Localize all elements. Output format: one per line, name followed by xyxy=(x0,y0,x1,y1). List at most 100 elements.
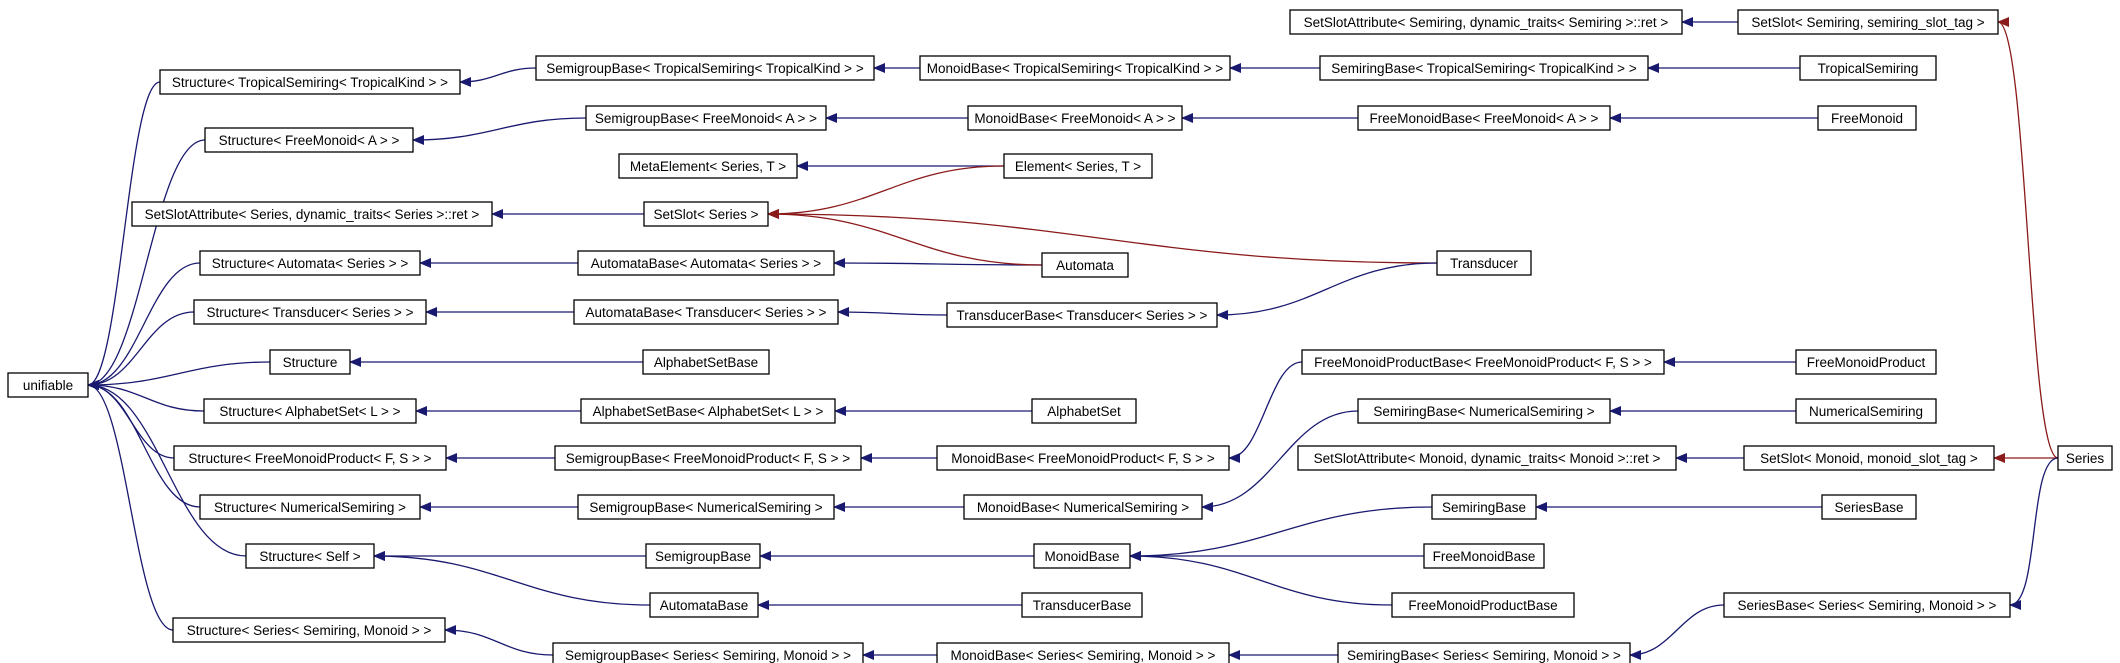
class-node-st_self[interactable]: Structure< Self > xyxy=(245,543,375,569)
class-node-box[interactable] xyxy=(1423,543,1545,569)
class-node-box[interactable] xyxy=(199,250,421,276)
class-node-setslot_monoid[interactable]: SetSlot< Monoid, monoid_slot_tag > xyxy=(1743,445,1995,471)
class-node-setslot_series[interactable]: SetSlot< Series > xyxy=(643,201,769,227)
class-node-semiringbase[interactable]: SemiringBase xyxy=(1431,494,1537,520)
class-node-freemonoid[interactable]: FreeMonoid xyxy=(1817,105,1917,131)
class-node-box[interactable] xyxy=(1337,642,1631,663)
class-node-sgb_numerical[interactable]: SemigroupBase< NumericalSemiring > xyxy=(577,494,835,520)
class-node-st_series[interactable]: Structure< Series< Semiring, Monoid > > xyxy=(172,617,446,643)
class-node-box[interactable] xyxy=(1297,445,1677,471)
class-node-box[interactable] xyxy=(649,592,759,618)
class-node-box[interactable] xyxy=(573,299,839,325)
class-node-series[interactable]: Series xyxy=(2057,445,2113,471)
class-node-box[interactable] xyxy=(204,127,414,153)
class-node-box[interactable] xyxy=(159,69,461,95)
class-node-freemonoidproduct[interactable]: FreeMonoidProduct xyxy=(1795,349,1937,375)
class-node-box[interactable] xyxy=(1795,349,1937,375)
class-node-st_fmp[interactable]: Structure< FreeMonoidProduct< F, S > > xyxy=(173,445,447,471)
class-node-box[interactable] xyxy=(1743,445,1995,471)
class-node-st_transducer[interactable]: Structure< Transducer< Series > > xyxy=(193,299,427,325)
class-node-box[interactable] xyxy=(618,153,798,179)
class-node-box[interactable] xyxy=(1301,349,1665,375)
class-node-st_automata[interactable]: Structure< Automata< Series > > xyxy=(199,250,421,276)
class-node-semigroupbase[interactable]: SemigroupBase xyxy=(645,543,761,569)
class-node-tropicalsemiring[interactable]: TropicalSemiring xyxy=(1799,55,1937,81)
class-node-mb_fmp[interactable]: MonoidBase< FreeMonoidProduct< F, S > > xyxy=(936,445,1230,471)
class-node-mb_freemonoid[interactable]: MonoidBase< FreeMonoid< A > > xyxy=(967,105,1183,131)
class-node-box[interactable] xyxy=(554,445,862,471)
class-node-mb_numerical[interactable]: MonoidBase< NumericalSemiring > xyxy=(963,494,1203,520)
class-node-box[interactable] xyxy=(552,642,864,663)
class-node-fmb_freemonoid[interactable]: FreeMonoidBase< FreeMonoid< A > > xyxy=(1357,105,1611,131)
class-node-alphabetset[interactable]: AlphabetSet xyxy=(1031,398,1137,424)
class-node-box[interactable] xyxy=(7,372,89,398)
class-node-box[interactable] xyxy=(131,201,493,227)
class-node-box[interactable] xyxy=(1795,398,1937,424)
class-node-structure[interactable]: Structure xyxy=(269,349,351,375)
class-node-seriesbase[interactable]: SeriesBase xyxy=(1821,494,1917,520)
class-node-box[interactable] xyxy=(1031,398,1137,424)
class-node-st_numerical[interactable]: Structure< NumericalSemiring > xyxy=(199,494,421,520)
class-node-mb_series[interactable]: MonoidBase< Series< Semiring, Monoid > > xyxy=(936,642,1230,663)
class-node-sgb_series[interactable]: SemigroupBase< Series< Semiring, Monoid … xyxy=(552,642,864,663)
class-node-element_series[interactable]: Element< Series, T > xyxy=(1003,153,1153,179)
class-node-box[interactable] xyxy=(193,299,427,325)
class-node-box[interactable] xyxy=(963,494,1203,520)
class-node-box[interactable] xyxy=(1357,105,1611,131)
class-node-freemonoidproductbase[interactable]: FreeMonoidProductBase xyxy=(1391,592,1575,618)
class-node-mb_tropical[interactable]: MonoidBase< TropicalSemiring< TropicalKi… xyxy=(919,55,1231,81)
class-node-transducer[interactable]: Transducer xyxy=(1436,250,1532,276)
class-node-ssa_series[interactable]: SetSlotAttribute< Series, dynamic_traits… xyxy=(131,201,493,227)
class-node-box[interactable] xyxy=(946,302,1218,328)
class-node-st_tropical[interactable]: Structure< TropicalSemiring< TropicalKin… xyxy=(159,69,461,95)
class-node-sgb_freemonoid[interactable]: SemigroupBase< FreeMonoid< A > > xyxy=(585,105,827,131)
class-node-box[interactable] xyxy=(1723,592,2011,618)
class-node-box[interactable] xyxy=(172,617,446,643)
class-node-alphabetsetbase[interactable]: AlphabetSetBase xyxy=(642,349,770,375)
class-node-sgb_fmp[interactable]: SemigroupBase< FreeMonoidProduct< F, S >… xyxy=(554,445,862,471)
class-node-transducerbase[interactable]: TransducerBase xyxy=(1021,592,1143,618)
class-node-box[interactable] xyxy=(580,398,836,424)
class-node-box[interactable] xyxy=(203,398,417,424)
class-node-box[interactable] xyxy=(1391,592,1575,618)
class-node-box[interactable] xyxy=(245,543,375,569)
class-node-srb_tropical[interactable]: SemiringBase< TropicalSemiring< Tropical… xyxy=(1319,55,1649,81)
class-node-st_freemonoid[interactable]: Structure< FreeMonoid< A > > xyxy=(204,127,414,153)
class-node-box[interactable] xyxy=(936,445,1230,471)
class-node-automatabase[interactable]: AutomataBase xyxy=(649,592,759,618)
class-node-box[interactable] xyxy=(967,105,1183,131)
class-node-box[interactable] xyxy=(577,250,835,276)
class-node-monoidbase[interactable]: MonoidBase xyxy=(1033,543,1131,569)
class-node-box[interactable] xyxy=(643,201,769,227)
class-node-seriesbase_series[interactable]: SeriesBase< Series< Semiring, Monoid > > xyxy=(1723,592,2011,618)
class-node-fmpb_fmp[interactable]: FreeMonoidProductBase< FreeMonoidProduct… xyxy=(1301,349,1665,375)
class-node-box[interactable] xyxy=(936,642,1230,663)
class-node-box[interactable] xyxy=(1436,250,1532,276)
class-node-box[interactable] xyxy=(1821,494,1917,520)
class-node-box[interactable] xyxy=(1319,55,1649,81)
class-node-box[interactable] xyxy=(645,543,761,569)
class-node-box[interactable] xyxy=(1289,9,1683,35)
class-node-box[interactable] xyxy=(1737,9,1999,35)
class-node-box[interactable] xyxy=(1799,55,1937,81)
class-node-box[interactable] xyxy=(173,445,447,471)
class-node-ab_transducer[interactable]: AutomataBase< Transducer< Series > > xyxy=(573,299,839,325)
class-node-box[interactable] xyxy=(1003,153,1153,179)
class-node-ssa_semiring[interactable]: SetSlotAttribute< Semiring, dynamic_trai… xyxy=(1289,9,1683,35)
class-node-box[interactable] xyxy=(642,349,770,375)
class-node-box[interactable] xyxy=(1033,543,1131,569)
class-node-ab_automata[interactable]: AutomataBase< Automata< Series > > xyxy=(577,250,835,276)
class-node-box[interactable] xyxy=(1357,398,1611,424)
class-node-ssa_monoid[interactable]: SetSlotAttribute< Monoid, dynamic_traits… xyxy=(1297,445,1677,471)
class-node-numericalsemiring[interactable]: NumericalSemiring xyxy=(1795,398,1937,424)
class-node-box[interactable] xyxy=(1041,252,1129,278)
class-node-st_alphabetset[interactable]: Structure< AlphabetSet< L > > xyxy=(203,398,417,424)
class-node-asb_alphabetset[interactable]: AlphabetSetBase< AlphabetSet< L > > xyxy=(580,398,836,424)
class-node-box[interactable] xyxy=(1817,105,1917,131)
class-node-box[interactable] xyxy=(1021,592,1143,618)
class-node-tb_transducer[interactable]: TransducerBase< Transducer< Series > > xyxy=(946,302,1218,328)
class-node-box[interactable] xyxy=(535,55,875,81)
class-node-box[interactable] xyxy=(919,55,1231,81)
class-node-box[interactable] xyxy=(199,494,421,520)
class-node-unifiable[interactable]: unifiable xyxy=(7,372,89,398)
